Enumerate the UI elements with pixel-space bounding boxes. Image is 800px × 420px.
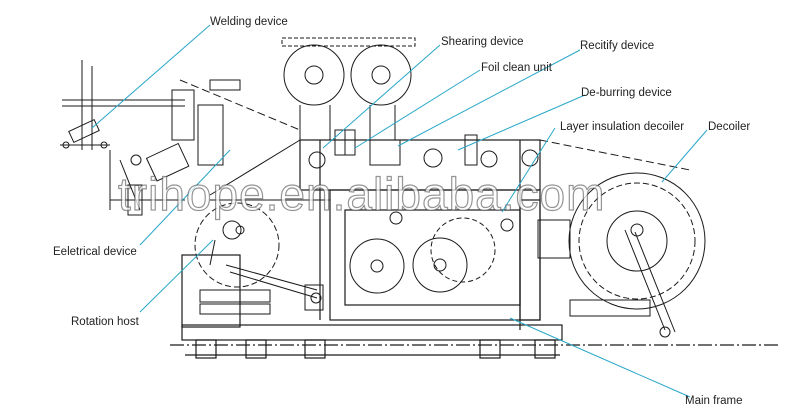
label-shearing-device: Shearing device <box>441 36 524 48</box>
label-rotation-host: Rotation host <box>71 316 139 328</box>
label-main-frame: Main frame <box>685 395 743 407</box>
label-rectify-device: Recitify device <box>580 40 655 52</box>
rotation-host <box>194 202 324 315</box>
label-electrical-device: Eeletrical device <box>53 246 137 258</box>
label-welding-device: Welding device <box>210 16 288 28</box>
label-layer-insulation-decoiler: Layer insulation decoiler <box>560 121 685 133</box>
top-reels <box>281 37 416 140</box>
internal-gears <box>308 129 539 294</box>
watermark-text: trihope.en.alibaba.com <box>117 167 606 220</box>
decoiler-drum <box>537 139 706 338</box>
label-decoiler: Decoiler <box>708 121 751 133</box>
main-frame <box>170 139 780 359</box>
welding-assembly <box>60 60 330 216</box>
leader-lines <box>91 24 708 398</box>
label-foil-clean-unit: Foil clean unit <box>481 62 552 74</box>
label-deburring-device: De-burring device <box>581 87 672 99</box>
